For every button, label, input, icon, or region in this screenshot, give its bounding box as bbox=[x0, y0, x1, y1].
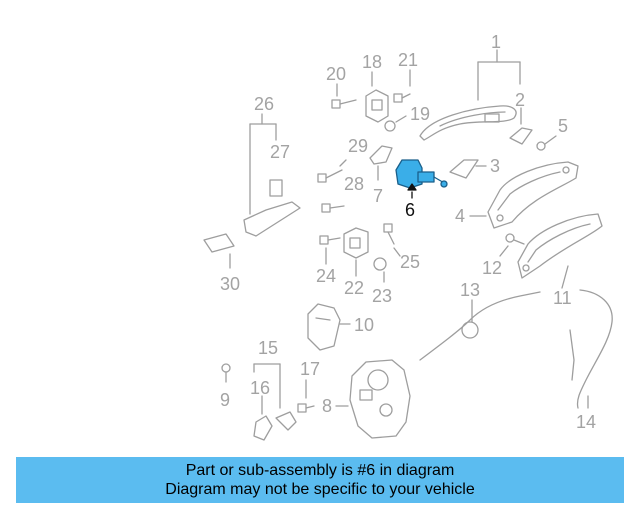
callout-11: 11 bbox=[553, 288, 572, 308]
banner-line-1: Part or sub-assembly is #6 in diagram bbox=[185, 462, 455, 479]
inner-bracket-part bbox=[517, 213, 603, 279]
nut-23-part bbox=[373, 257, 387, 271]
callout-24: 24 bbox=[316, 266, 336, 286]
bolt-28-part bbox=[321, 203, 345, 213]
callout-30: 30 bbox=[220, 274, 240, 294]
bracket-22-part bbox=[343, 227, 369, 259]
callout-10: 10 bbox=[354, 315, 374, 335]
cable-14-part bbox=[569, 289, 613, 409]
screw-12-part bbox=[505, 233, 525, 245]
callout-8: 8 bbox=[322, 396, 332, 416]
callout-17: 17 bbox=[300, 359, 320, 379]
bracket-18-part bbox=[365, 89, 389, 123]
bracket-10-part bbox=[307, 303, 341, 351]
callout-18: 18 bbox=[362, 52, 382, 72]
striker-part bbox=[253, 363, 297, 441]
handle-cap-part bbox=[509, 127, 533, 145]
callout-22: 22 bbox=[344, 278, 364, 298]
callout-2: 2 bbox=[515, 90, 525, 110]
callout-27: 27 bbox=[270, 142, 290, 162]
outer-handle-part bbox=[419, 105, 517, 141]
lock-cylinder-part bbox=[395, 159, 448, 189]
callout-23: 23 bbox=[372, 286, 392, 306]
trim-3-part bbox=[449, 159, 479, 179]
handle-frame-part bbox=[487, 161, 579, 229]
bolt-29-part bbox=[317, 169, 343, 183]
callout-6: 6 bbox=[405, 200, 415, 220]
info-banner: Part or sub-assembly is #6 in diagram Di… bbox=[16, 457, 624, 503]
bolt-20-part bbox=[331, 99, 357, 109]
screw-9-part bbox=[221, 363, 231, 383]
cable-13-part bbox=[419, 291, 541, 361]
callout-28: 28 bbox=[344, 174, 364, 194]
bolt-17-part bbox=[297, 403, 315, 413]
callout-19: 19 bbox=[410, 104, 430, 124]
gasket-7-part bbox=[369, 145, 393, 165]
bolt-24-part bbox=[319, 235, 341, 245]
lock-actuator-part bbox=[349, 359, 411, 439]
callout-16: 16 bbox=[250, 378, 270, 398]
callout-5: 5 bbox=[558, 116, 568, 136]
callout-12: 12 bbox=[482, 258, 502, 278]
callout-labels: 1 2 3 4 5 6 7 8 9 10 11 12 13 14 15 16 1… bbox=[220, 32, 596, 432]
callout-29: 29 bbox=[348, 136, 368, 156]
leader-1 bbox=[477, 49, 521, 101]
callout-15: 15 bbox=[258, 338, 278, 358]
bolt-25-part bbox=[383, 223, 395, 245]
nut-19-part bbox=[384, 120, 396, 132]
callout-13: 13 bbox=[460, 280, 480, 300]
callout-3: 3 bbox=[490, 156, 500, 176]
callout-20: 20 bbox=[326, 64, 346, 84]
callout-1: 1 bbox=[491, 32, 501, 52]
callout-9: 9 bbox=[220, 390, 230, 410]
callout-25: 25 bbox=[400, 252, 420, 272]
screw-5-part bbox=[536, 135, 557, 151]
callout-14: 14 bbox=[576, 412, 596, 432]
door-check-part bbox=[203, 113, 301, 253]
bolt-21-part bbox=[393, 93, 411, 103]
callout-7: 7 bbox=[373, 186, 383, 206]
banner-line-2: Diagram may not be specific to your vehi… bbox=[165, 481, 475, 498]
parts-diagram: 1 2 3 4 5 6 7 8 9 10 11 12 13 14 15 16 1… bbox=[203, 32, 613, 441]
callout-26: 26 bbox=[254, 94, 274, 114]
callout-4: 4 bbox=[455, 206, 465, 226]
callout-21: 21 bbox=[398, 50, 418, 70]
